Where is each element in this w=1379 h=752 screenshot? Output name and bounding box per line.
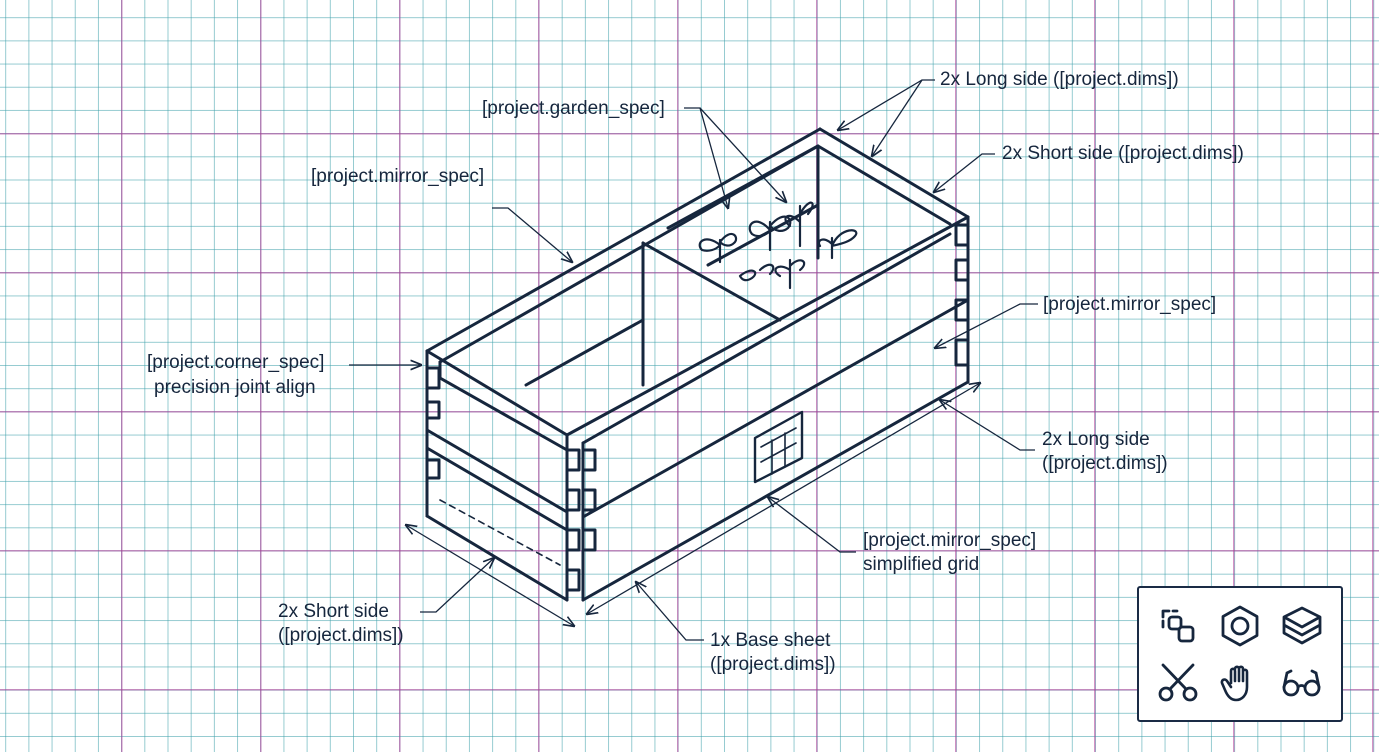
finger-joints-front — [565, 448, 597, 592]
hex-nut-icon — [1221, 605, 1259, 647]
label-short-side-bottom-1: 2x Short side — [278, 601, 389, 622]
glasses-icon — [1282, 669, 1321, 697]
tool-palette — [1137, 586, 1343, 722]
left-rim-inner — [438, 360, 569, 452]
back-long-top-edge — [425, 127, 822, 353]
left-short-top-edge — [425, 349, 569, 437]
garden-bed-back — [666, 144, 820, 230]
label-mirror-spec-right: [project.mirror_spec] — [1043, 294, 1217, 315]
leader-mirror-top — [492, 207, 572, 262]
label-mirror-spec-bottom-note: simplified grid — [863, 554, 980, 575]
front-long-top-edge — [565, 215, 970, 437]
box-tool-button[interactable] — [1271, 598, 1333, 654]
divider-bottom — [524, 318, 645, 387]
label-long-side-right-2: ([project.dims]) — [1042, 453, 1168, 474]
label-long-side-right-1: 2x Long side — [1042, 429, 1150, 450]
leader-mirror-right — [935, 303, 1038, 348]
left-seam-2 — [425, 446, 569, 532]
seedlings — [698, 201, 858, 290]
leader-mirror-bottom — [768, 497, 856, 553]
label-mirror-spec-top: [project.mirror_spec] — [311, 166, 485, 187]
shapes-tool-button[interactable] — [1147, 598, 1209, 654]
label-short-side-top: 2x Short side ([project.dims]) — [1002, 143, 1244, 164]
label-long-side-top: 2x Long side ([project.dims]) — [940, 69, 1179, 90]
scissors-icon — [1158, 663, 1198, 702]
right-short-top-edge — [818, 127, 970, 219]
finger-joints-right — [954, 223, 970, 367]
left-seam-1 — [425, 428, 569, 514]
label-garden-spec: [project.garden_spec] — [482, 98, 665, 119]
label-base-sheet-1: 1x Base sheet — [710, 630, 831, 651]
divider-top — [641, 241, 782, 322]
scissors-tool-button[interactable] — [1147, 654, 1209, 710]
hand-icon — [1220, 665, 1249, 702]
label-mirror-spec-bottom: [project.mirror_spec] — [863, 530, 1037, 551]
inner-rim — [438, 144, 952, 364]
shapes-icon — [1161, 609, 1195, 643]
leader-long-side-right — [940, 400, 1035, 451]
leader-short-side-top — [934, 153, 995, 192]
leader-base-sheet — [636, 582, 704, 641]
leader-long-side-top — [838, 79, 935, 130]
mirror-grid — [760, 427, 797, 475]
label-corner-spec: [project.corner_spec] — [147, 352, 325, 373]
label-base-sheet-2: ([project.dims]) — [710, 654, 836, 675]
nut-tool-button[interactable] — [1209, 598, 1271, 654]
dim-long-side — [587, 383, 980, 614]
leader-short-side-bottom — [420, 558, 494, 613]
glasses-tool-button[interactable] — [1271, 654, 1333, 710]
label-short-side-bottom-2: ([project.dims]) — [278, 625, 404, 646]
annotation-leaders — [349, 79, 1038, 641]
dim-short-side — [406, 525, 574, 626]
hand-tool-button[interactable] — [1209, 654, 1271, 710]
label-corner-spec-note: precision joint align — [154, 377, 316, 398]
box-icon — [1282, 606, 1322, 645]
finger-joints-left — [425, 366, 441, 480]
base-hidden-edge — [439, 499, 561, 566]
